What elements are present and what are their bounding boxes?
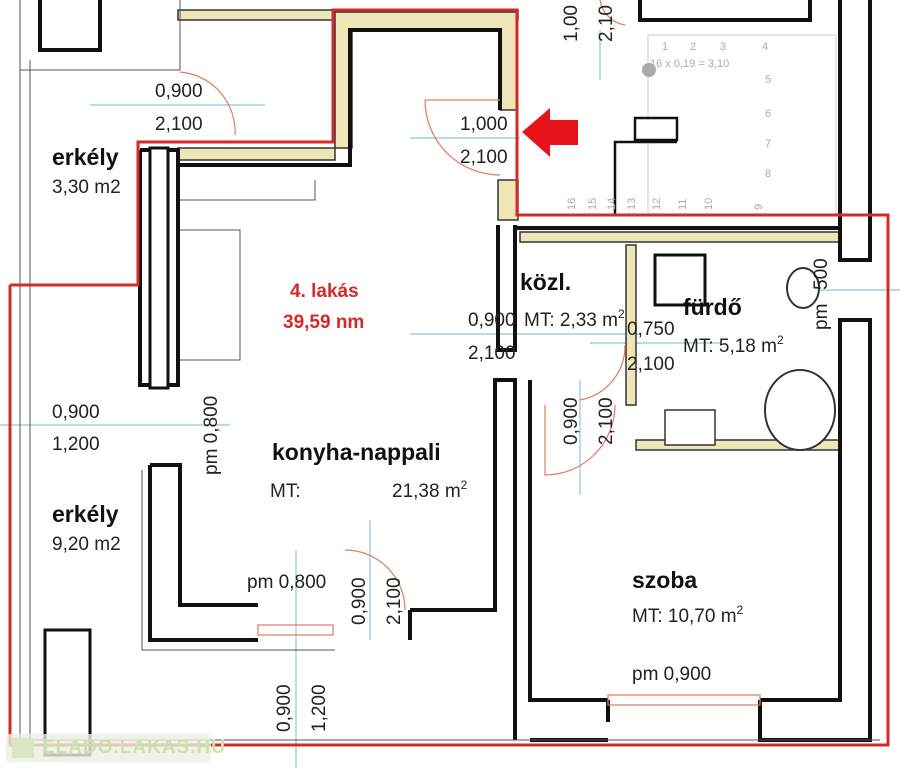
watermark: ELADO.LAKAS.HU (6, 734, 225, 762)
stair-formula: 16 x 0,19 = 3,10 (650, 58, 729, 70)
room-name-kozl: közl. (520, 269, 571, 295)
dim-kozl-height: 2,100 (468, 343, 516, 364)
room-name-furdo: fürdő (683, 294, 742, 320)
room-mt-konyha: MT: (270, 481, 301, 502)
room-area-konyha: 21,38 m2 (392, 478, 468, 502)
stair-step-number: 10 (703, 198, 715, 210)
room-area-furdo: MT: 5,18 m2 (683, 333, 784, 357)
dim-furdo-height: 2,100 (627, 354, 675, 375)
dim-left-window-width: 0,900 (52, 402, 100, 423)
stair-step-number: 3 (720, 41, 726, 53)
room-area-erkely-top: 3,30 m2 (52, 177, 121, 198)
dim-entry-width: 1,000 (460, 114, 508, 135)
apartment-name: 4. lakás (290, 281, 359, 302)
entrance-arrow-icon (522, 108, 578, 157)
dim-kozl-width: 0,900 (468, 310, 516, 331)
walls (19, 0, 880, 757)
dim-balcony-door-height: 2,100 (384, 577, 405, 625)
dim-top-height: 2,10 (596, 5, 617, 42)
dim-furdo-window: 500 (811, 258, 832, 290)
room-name-szoba: szoba (632, 567, 697, 593)
dim-bottom-pm: pm 0,800 (247, 572, 326, 593)
stair-step-number: 11 (677, 199, 689, 210)
stair-step-number: 16 (566, 198, 578, 210)
stair-step-number: 5 (765, 74, 771, 86)
dimension-lines (0, 30, 900, 768)
stair-step-number: 9 (753, 204, 765, 210)
dim-erkely-door-height: 2,100 (155, 114, 203, 135)
dim-szoba-pm: pm 0,900 (632, 664, 711, 685)
dim-balcony-door-width: 0,900 (349, 577, 370, 625)
dim-szoba-door-height: 2,100 (596, 397, 617, 445)
room-name-erkely-bottom: erkély (52, 501, 119, 527)
room-name-konyha: konyha-nappali (272, 439, 441, 465)
dim-furdo-width: 0,750 (627, 319, 675, 340)
stair-step-number: 4 (762, 41, 768, 53)
dim-erkely-door-width: 0,900 (155, 81, 203, 102)
room-area-kozl: MT: 2,33 m2 (524, 307, 625, 331)
stair-step-number: 12 (651, 198, 663, 210)
dim-szoba-door-width: 0,900 (561, 397, 582, 445)
dim-left-pm: pm 0,800 (201, 396, 222, 475)
stair-step-number: 8 (765, 168, 771, 180)
watermark-text: ELADO.LAKAS.HU (42, 737, 226, 758)
dim-left-window-height: 1,200 (52, 434, 100, 455)
stair-step-number: 1 (662, 41, 668, 53)
door-swings (179, 0, 626, 611)
stair-step-number: 7 (765, 138, 771, 150)
stair-step-number: 14 (606, 198, 618, 210)
stair-step-number: 15 (587, 198, 599, 210)
dim-bottom-window-width: 0,900 (274, 684, 295, 732)
apartment-area: 39,59 nm (283, 312, 364, 333)
stair-step-number: 2 (690, 41, 696, 53)
room-area-erkely-bottom: 9,20 m2 (52, 534, 121, 555)
dim-top-width: 1,00 (561, 5, 582, 42)
dim-furdo-window-pm: pm (811, 304, 832, 330)
house-logo-icon (12, 738, 34, 758)
dim-bottom-window-height: 1,200 (309, 684, 330, 732)
room-area-szoba: MT: 10,70 m2 (632, 603, 744, 627)
stair-step-number: 6 (765, 108, 771, 120)
dim-entry-height: 2,100 (460, 147, 508, 168)
apartment-outline (8, 8, 890, 747)
stair-step-number: 13 (626, 198, 638, 210)
room-name-erkely-top: erkély (52, 144, 119, 170)
